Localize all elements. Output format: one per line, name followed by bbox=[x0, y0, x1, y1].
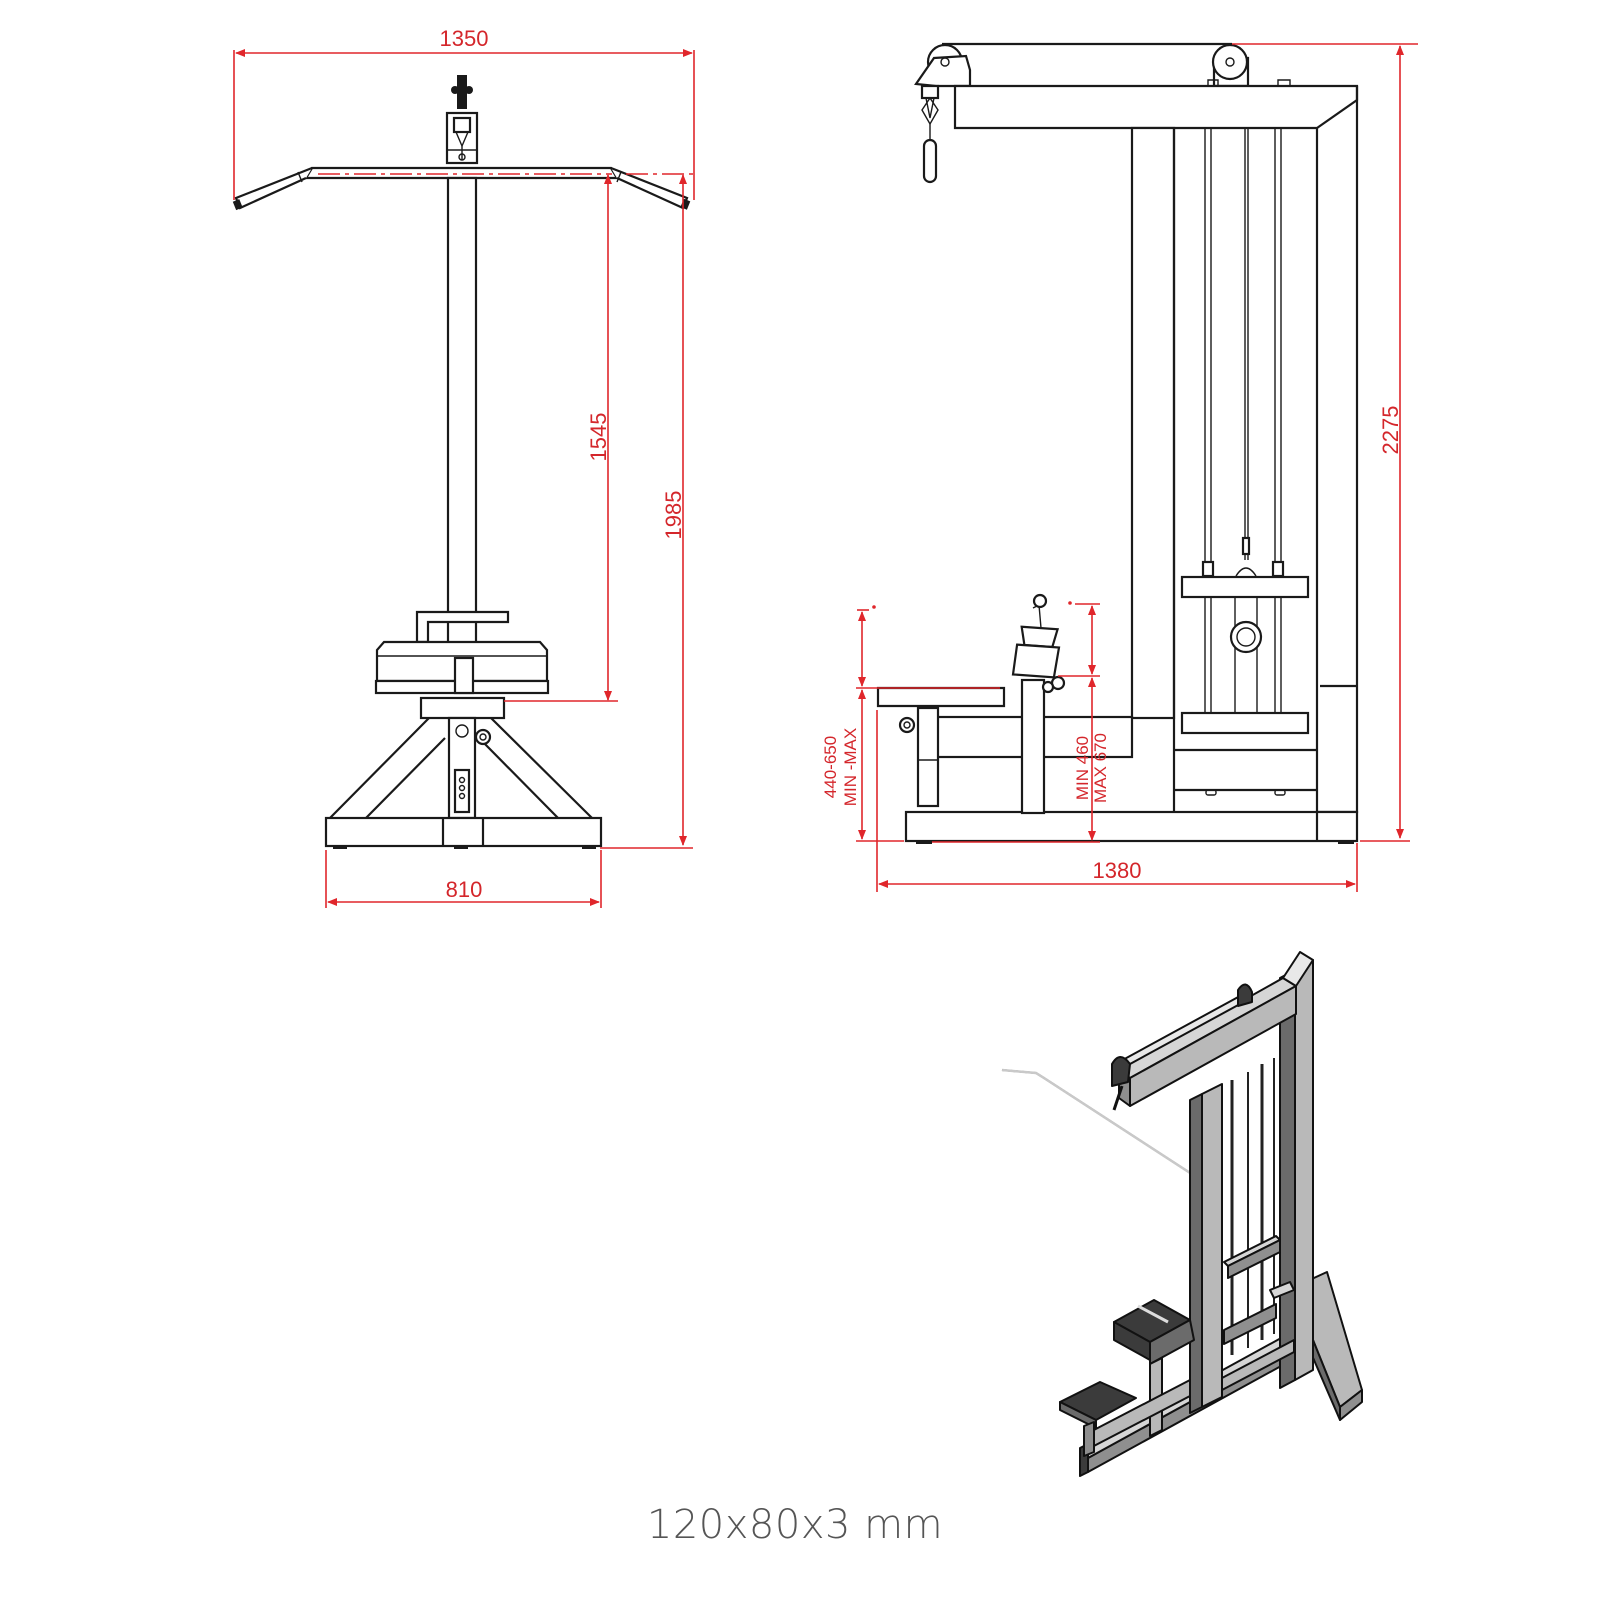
dimension-label: MIN -MAX bbox=[841, 728, 860, 806]
dimension-label: 1350 bbox=[440, 26, 489, 51]
profile-size-caption: 120x80x3 mm bbox=[0, 1502, 1600, 1548]
top-beam bbox=[953, 84, 1359, 130]
dimension-grip-to-base: 1545 bbox=[504, 173, 694, 702]
dimension-overall-length: 1380 bbox=[876, 710, 1358, 892]
dimension-seat-height: 440-650 MIN -MAX bbox=[821, 605, 1000, 842]
guide-rods bbox=[1201, 128, 1285, 712]
seat-collar bbox=[419, 696, 506, 720]
dimension-label: 1545 bbox=[586, 413, 611, 462]
dimension-bar-width: 1350 bbox=[233, 26, 695, 200]
seat bbox=[876, 686, 1006, 708]
dimension-knee-pad-height: MIN 460 MAX 670 bbox=[932, 601, 1110, 843]
dimension-base-width: 810 bbox=[325, 850, 602, 908]
front-base bbox=[324, 716, 603, 849]
dimension-label: 1380 bbox=[1093, 858, 1142, 883]
front-view: 1350 1545 1985 810 bbox=[232, 26, 695, 908]
cable-hook-icon bbox=[445, 75, 479, 165]
dimension-overall-height: 2275 bbox=[1232, 43, 1418, 842]
dimension-label: 2275 bbox=[1378, 406, 1403, 455]
caption-text: 120x80x3 mm bbox=[646, 1502, 944, 1548]
isometric-view bbox=[1001, 951, 1363, 1477]
side-base-rail bbox=[904, 810, 1359, 843]
pulley-icon bbox=[1207, 43, 1291, 88]
weight-plate-bottom bbox=[1180, 711, 1310, 735]
side-view: 2275 1380 440-650 MIN -MAX bbox=[821, 42, 1418, 892]
dimension-label: 1985 bbox=[661, 491, 686, 540]
dimension-label: MAX 670 bbox=[1091, 733, 1110, 803]
knee-pad-side bbox=[1011, 593, 1066, 694]
dimension-label: 810 bbox=[446, 877, 483, 902]
side-column bbox=[1130, 126, 1176, 720]
dimension-label: MIN 460 bbox=[1073, 736, 1092, 800]
weight-plate-top bbox=[1180, 575, 1310, 599]
dimension-grip-height: 1985 bbox=[600, 174, 693, 849]
dimension-label: 440-650 bbox=[821, 736, 840, 798]
